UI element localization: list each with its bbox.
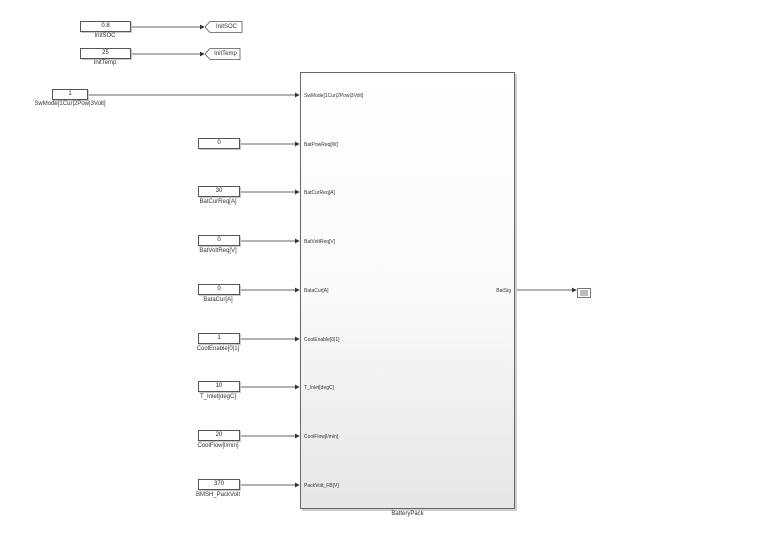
battery-pack-subsystem[interactable]: SwMode[1Cur|2Pow|3Volt] BatPowReq[W] Bat…	[300, 72, 515, 509]
goto-init-temp[interactable]: InitTemp	[205, 48, 241, 60]
out-port-bat-sig: BatSig	[496, 288, 511, 294]
constant-pack-volt[interactable]: 370	[198, 479, 240, 490]
constant-cool-flow[interactable]: 20	[198, 430, 240, 441]
label-sw-mode: SwMode[1Cur|2Pow|3Volt]	[34, 101, 106, 107]
goto-tag-icon	[205, 21, 243, 33]
label-bat-volt-req: BatVoltReq[V]	[199, 248, 237, 254]
constant-bata-cur[interactable]: 0	[198, 284, 240, 295]
label-bat-cur-req: BatCurReq[A]	[199, 199, 237, 205]
in-port-t-inlet: T_Inlet[degC]	[304, 385, 335, 391]
constant-bat-volt-req[interactable]: 0	[198, 235, 240, 246]
in-port-bat-pow-req: BatPowReq[W]	[304, 142, 338, 148]
label-init-temp: InitTemp	[93, 60, 117, 66]
constant-t-inlet[interactable]: 10	[198, 381, 240, 392]
label-bata-cur: BataCur[A]	[203, 297, 233, 303]
constant-init-soc[interactable]: 0.8	[80, 21, 131, 32]
in-port-bat-cur-req: BatCurReq[A]	[304, 190, 335, 196]
in-port-bata-cur: BataCur[A]	[304, 288, 329, 294]
goto-tag-icon	[205, 48, 241, 60]
in-port-pack-volt-fb: PackVolt_FB[V]	[304, 483, 339, 489]
label-pack-volt: BMSH_PackVolt	[195, 492, 241, 498]
label-init-soc: InitSOC	[94, 33, 116, 39]
battery-pack-name: BatteryPack	[391, 511, 424, 517]
in-port-sw-mode: SwMode[1Cur|2Pow|3Volt]	[304, 93, 364, 99]
constant-init-temp[interactable]: 25	[80, 48, 131, 59]
constant-sw-mode[interactable]: 1	[52, 89, 88, 100]
bus-terminator-icon[interactable]	[577, 285, 591, 298]
label-cool-enable: CoolEnable[0|1]	[196, 346, 240, 352]
label-cool-flow: CoolFlow[l/min]	[197, 443, 239, 449]
constant-bat-pow-req[interactable]: 0	[198, 138, 240, 149]
in-port-cool-enable: CoolEnable[0|1]	[304, 337, 340, 343]
constant-cool-enable[interactable]: 1	[198, 333, 240, 344]
in-port-bat-volt-req: BatVoltReq[V]	[304, 239, 336, 245]
in-port-cool-flow: CoolFlow[l/min]	[304, 434, 339, 440]
goto-init-soc[interactable]: InitSOC	[205, 21, 243, 33]
label-t-inlet: T_Inlet[degC]	[199, 394, 237, 400]
constant-bat-cur-req[interactable]: 30	[198, 186, 240, 197]
